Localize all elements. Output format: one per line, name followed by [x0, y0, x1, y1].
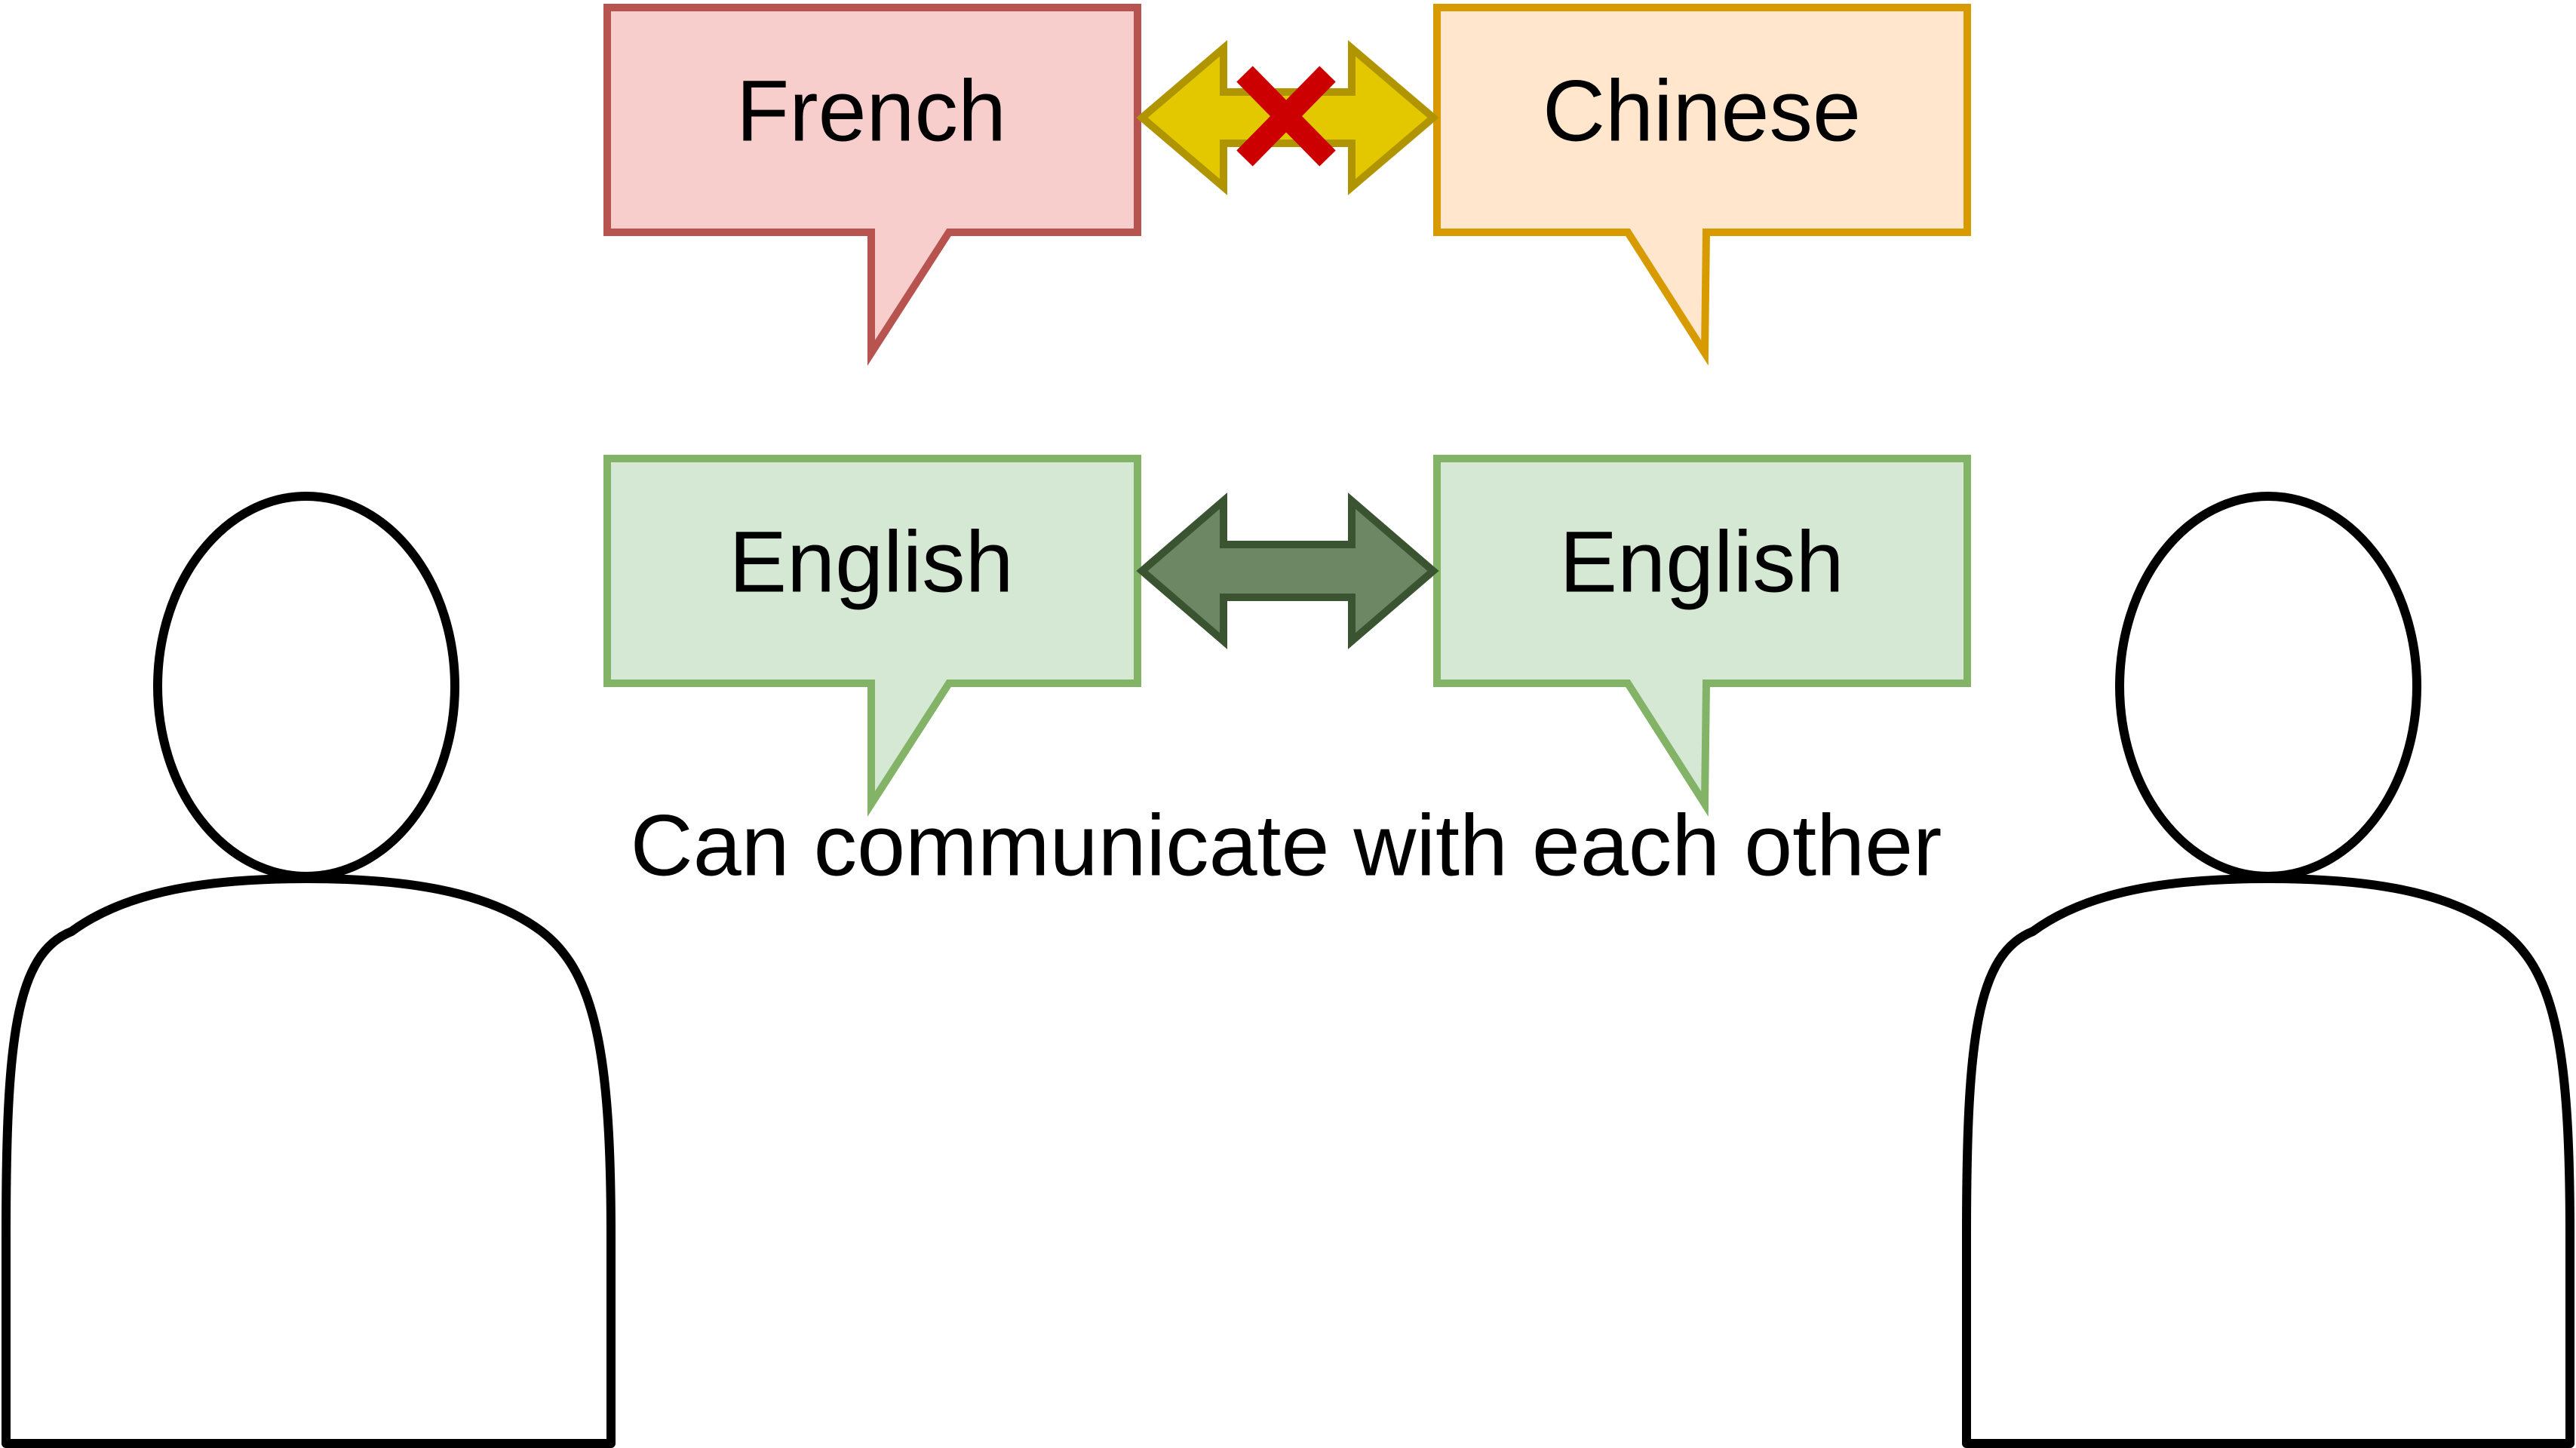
english-left-bubble-shape	[603, 455, 1141, 818]
english-right-bubble-shape	[1433, 455, 1971, 817]
caption-text: Can communicate with each other	[631, 797, 1942, 894]
french-speech-bubble: French	[603, 4, 1141, 367]
chinese-speech-bubble: Chinese	[1433, 4, 1971, 366]
english-right-label: English	[1559, 514, 1844, 610]
chinese-bubble-shape	[1433, 4, 1971, 366]
right-person-icon	[1962, 492, 2574, 1448]
english-right-speech-bubble: English	[1433, 455, 1971, 817]
bottom-double-arrow-shape	[1136, 492, 1439, 649]
left-person-icon	[2, 492, 616, 1448]
english-left-label: English	[729, 514, 1013, 610]
chinese-label: Chinese	[1543, 63, 1861, 159]
cross-icon	[1236, 66, 1336, 167]
blocked-double-arrow	[1136, 40, 1439, 195]
communicating-double-arrow	[1136, 492, 1439, 649]
english-left-speech-bubble: English	[603, 455, 1141, 818]
french-label: French	[736, 63, 1006, 159]
french-bubble-shape	[603, 4, 1141, 367]
